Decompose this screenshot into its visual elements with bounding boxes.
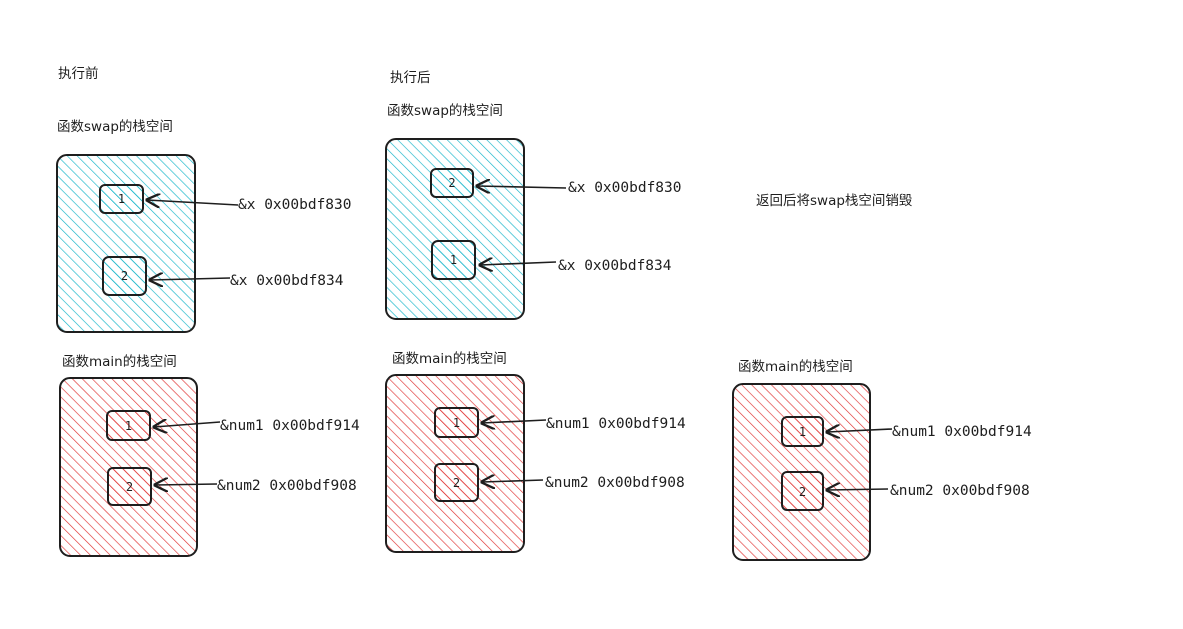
pointer-arrow — [482, 420, 547, 423]
pointer-arrow — [147, 200, 239, 205]
address-label: &x 0x00bdf834 — [230, 273, 344, 289]
address-label: &num1 0x00bdf914 — [546, 416, 686, 432]
cell-box — [106, 410, 151, 441]
cell-value: 1 — [118, 192, 125, 206]
address-label: &num1 0x00bdf914 — [220, 418, 360, 434]
pointer-arrow — [477, 186, 567, 188]
address-label: &x 0x00bdf830 — [568, 180, 682, 196]
pointer-arrow — [827, 429, 893, 432]
before-label: 执行前 — [58, 65, 99, 82]
cell-box — [99, 184, 144, 214]
memory-cell: 2 — [102, 256, 147, 296]
pointer-arrow — [154, 422, 221, 427]
memory-cell: 2 — [781, 471, 824, 511]
address-label: &num2 0x00bdf908 — [890, 483, 1030, 499]
cell-value: 1 — [450, 253, 457, 267]
memory-cell: 2 — [434, 463, 479, 502]
cell-box — [102, 256, 147, 296]
cell-value: 2 — [448, 176, 455, 190]
pointer-arrow — [482, 480, 544, 482]
cell-box — [781, 471, 824, 511]
address-label: &num2 0x00bdf908 — [217, 478, 357, 494]
pointer-arrow — [155, 484, 218, 485]
after-main-frame: 函数main的栈空间 1 &num1 0x00bdf914 2 &num2 0x… — [385, 351, 686, 553]
pointer-arrow — [150, 278, 231, 280]
cell-box — [107, 467, 152, 506]
before-main-frame: 函数main的栈空间 1 &num1 0x00bdf914 2 &num2 0x… — [59, 354, 360, 557]
cell-value: 2 — [121, 269, 128, 283]
cell-box — [434, 463, 479, 502]
memory-cell: 1 — [99, 184, 144, 214]
memory-cell: 2 — [107, 467, 152, 506]
cell-box — [781, 416, 824, 447]
address-label: &x 0x00bdf830 — [238, 197, 352, 213]
memory-cell: 1 — [434, 407, 479, 438]
cell-value: 1 — [125, 419, 132, 433]
memory-cell: 2 — [430, 168, 474, 198]
frame-title: 函数main的栈空间 — [62, 354, 177, 370]
memory-cell: 1 — [431, 240, 476, 280]
frame-title: 函数swap的栈空间 — [387, 103, 503, 119]
after-label: 执行后 — [390, 70, 431, 86]
cell-box — [431, 240, 476, 280]
after-swap-frame: 函数swap的栈空间 2 &x 0x00bdf830 1 &x 0x00bdf8… — [385, 103, 682, 320]
before-swap-frame: 函数swap的栈空间 1 &x 0x00bdf830 2 &x 0x00bdf8… — [56, 119, 352, 333]
frame-title: 函数swap的栈空间 — [57, 119, 173, 135]
stack-frame-box — [56, 154, 196, 333]
cell-box — [430, 168, 474, 198]
pointer-arrow — [827, 489, 889, 490]
cell-value: 1 — [799, 425, 806, 439]
address-label: &num1 0x00bdf914 — [892, 424, 1032, 440]
stack-frame-box — [385, 138, 525, 320]
cell-value: 2 — [126, 480, 133, 494]
pointer-arrow — [480, 262, 557, 265]
destroyed-note: 返回后将swap栈空间销毁 — [756, 193, 913, 209]
cell-value: 2 — [799, 485, 806, 499]
memory-cell: 1 — [106, 410, 151, 441]
cell-value: 2 — [453, 476, 460, 490]
memory-cell: 1 — [781, 416, 824, 447]
final-main-frame: 函数main的栈空间 1 &num1 0x00bdf914 2 &num2 0x… — [732, 359, 1032, 561]
cell-box — [434, 407, 479, 438]
frame-title: 函数main的栈空间 — [392, 351, 507, 367]
address-label: &x 0x00bdf834 — [558, 258, 672, 274]
cell-value: 1 — [453, 416, 460, 430]
frame-title: 函数main的栈空间 — [738, 359, 853, 375]
address-label: &num2 0x00bdf908 — [545, 475, 685, 491]
